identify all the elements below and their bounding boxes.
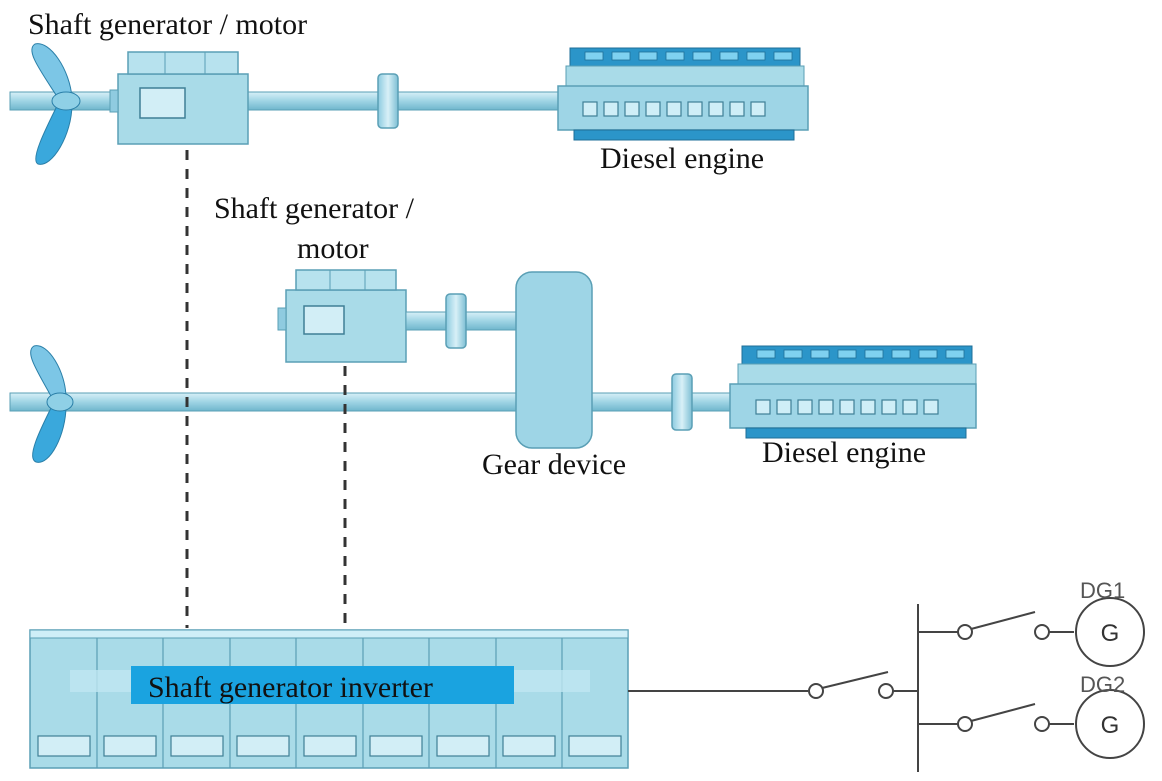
main-breaker-contact-left [808,683,824,699]
top-diesel-engine-icon [557,47,809,141]
main-breaker-contact-right [878,683,894,699]
gear-device-label: Gear device [482,448,626,481]
inverter-label-highlight [131,666,514,704]
mid-shaft-generator-label-line2: motor [297,232,369,265]
dg2-label: DG2 [1080,672,1125,697]
dg1-generator-icon [1075,597,1145,667]
dg2-generator-icon [1075,689,1145,759]
dg1-generator-symbol: G [1101,620,1120,647]
inverter-label: Shaft generator inverter [148,671,433,704]
dg1-label: DG1 [1080,578,1125,603]
top-shaft-generator-icon [109,51,249,145]
top-diesel-engine-label: Diesel engine [600,142,764,175]
bottom-shaft [9,392,751,412]
dg2-generator-symbol: G [1101,712,1120,739]
mid-shaft-generator-icon [277,269,407,363]
top-propeller-icon [31,43,81,165]
top-shaft-generator-label: Shaft generator / motor [28,8,307,41]
bottom-diesel-engine-icon [729,345,977,439]
main-breaker-arm [821,671,889,689]
bottom-coupling-icon [671,373,693,431]
mid-shaft-generator-label-line1: Shaft generator / [214,192,415,225]
bottom-propulsion-line [9,269,977,463]
top-coupling-icon [377,73,399,129]
inverter-cabinet [29,629,629,769]
bottom-diesel-engine-label: Diesel engine [762,436,926,469]
switchgear [628,597,1145,772]
top-propulsion-line [9,43,809,165]
top-shaft [9,91,571,111]
gear-device-icon [515,271,593,449]
bottom-propeller-icon [30,345,74,463]
aux-coupling-icon [445,293,467,349]
